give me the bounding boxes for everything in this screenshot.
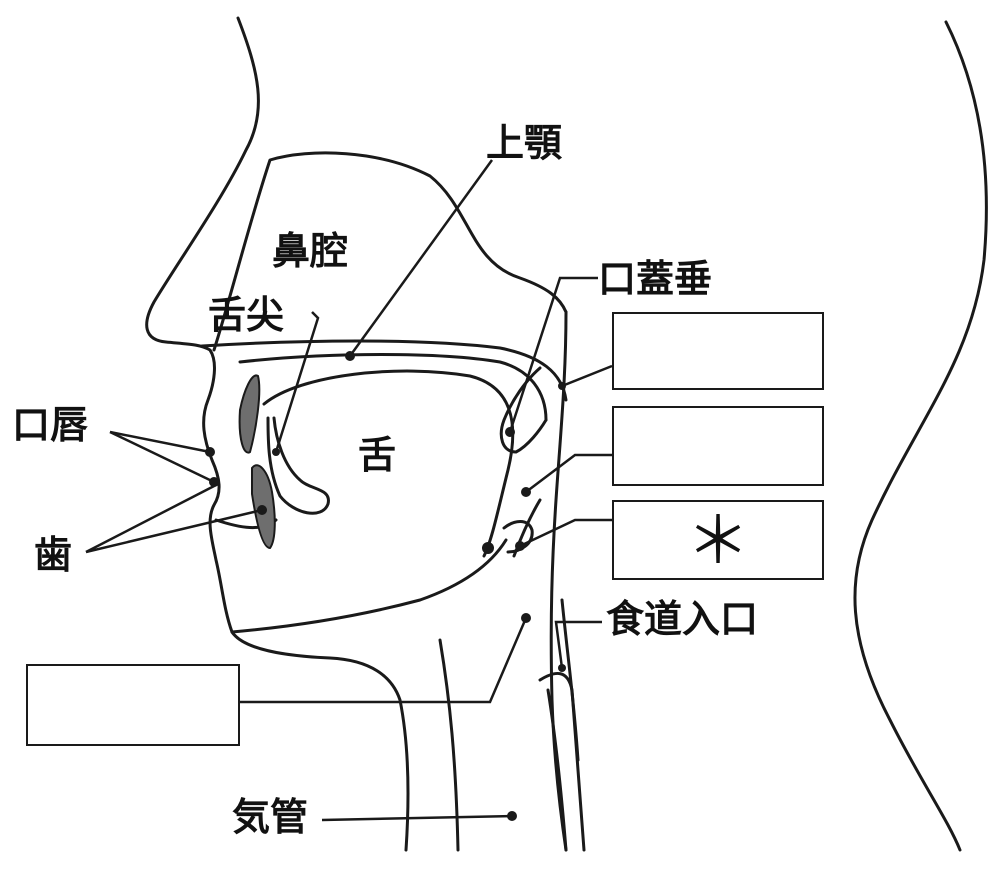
leader-lips-upper [109,430,211,454]
dot-box-1 [558,382,566,390]
answer-box-4[interactable] [26,664,240,746]
label-nasal-cavity: 鼻腔 [272,229,349,273]
dot-box-2 [521,487,531,497]
dot-tongue-tip [272,448,280,456]
dot-epiglottis [482,542,494,554]
tongue-tip [266,416,330,515]
label-lips: 口唇 [12,403,89,447]
answer-box-1[interactable] [612,312,824,390]
leader-teeth-upper [85,482,219,554]
palate-inner [238,353,548,422]
hard-palate [200,339,568,402]
leader-esophagus [554,620,602,669]
tongue-outline [262,369,515,558]
leader-box-4 [240,617,528,704]
leader-trachea [321,814,513,822]
upper-tooth [238,374,261,454]
answer-box-3[interactable]: ＊ [612,500,824,580]
label-tongue-tip: 舌尖 [208,293,285,337]
label-teeth: 歯 [34,533,73,577]
label-hard-palate: 上顎 [486,121,563,165]
answer-box-2[interactable] [612,406,824,486]
dot-lips-upper [205,447,215,457]
leader-hard-palate [348,159,494,357]
dot-box-3 [515,541,525,551]
leader-lips-lower [109,430,215,484]
dot-teeth-lower [257,505,267,515]
label-trachea: 気管 [232,795,309,839]
dot-lips-lower [209,477,219,487]
dot-hard-palate [345,351,355,361]
pharynx-wall [549,310,568,852]
leader-box-3 [519,518,612,548]
leader-uvula [508,276,598,433]
trachea-line [560,598,580,762]
face-profile [145,16,410,852]
label-uvula: 口蓋垂 [598,257,713,301]
leader-box-1 [561,364,613,388]
leader-teeth-lower [85,508,263,554]
esophagus-inner [546,688,568,852]
dot-trachea [507,811,517,821]
nasal-cavity-outline [212,151,568,352]
label-esophagus-entrance: 食道入口 [606,597,759,641]
dot-box-4 [521,613,531,623]
leader-box-2 [525,453,612,493]
neck-back [853,20,988,852]
asterisk-mark: ＊ [686,505,750,579]
label-tongue: 舌 [358,433,397,477]
dot-uvula [505,427,515,437]
leader-tongue-tip [274,311,320,453]
soft-palate [499,366,548,454]
jaw-lower-curve [230,538,508,634]
dot-esophagus [558,664,566,672]
